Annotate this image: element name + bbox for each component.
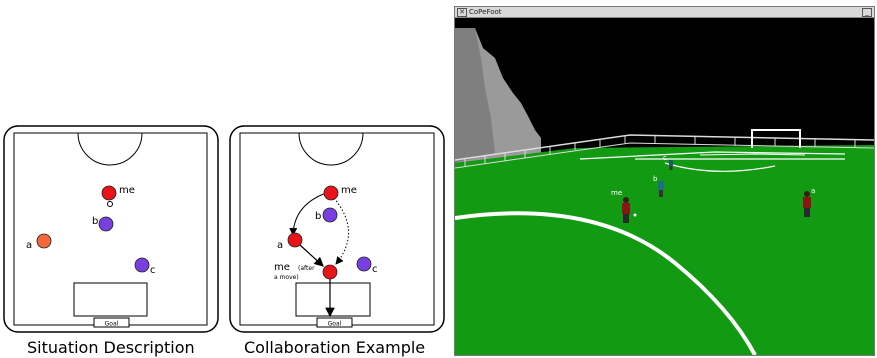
label-me: me (119, 185, 135, 196)
situation-caption: Situation Description (27, 338, 195, 357)
scene-label-b: b (653, 175, 658, 183)
window-titlebar[interactable]: ✕ CoPeFoot _ (455, 7, 874, 18)
collaboration-caption: Collaboration Example (244, 338, 426, 357)
six-yard-line (699, 153, 806, 156)
close-icon[interactable]: ✕ (457, 8, 467, 17)
situation-goal-box (93, 317, 130, 328)
collab-goal-label: Goal (328, 321, 342, 328)
penalty-arc (664, 162, 776, 172)
center-circle-arc (455, 211, 757, 355)
fence-posts (464, 136, 856, 167)
scene-label-me: me (611, 189, 622, 197)
label-c: c (372, 264, 378, 275)
player-me (101, 185, 117, 201)
situation-goal-label: Goal (105, 321, 119, 328)
label-a: a (26, 240, 32, 251)
ball (107, 201, 113, 207)
run-path-dotted (333, 197, 349, 265)
player-b (658, 181, 664, 197)
label-b: b (92, 216, 98, 227)
label-a: a (277, 240, 283, 251)
label-me: me (341, 185, 357, 196)
fence-bottom (455, 142, 874, 169)
label-me-after: me (after (274, 255, 315, 274)
player-me-after-move (322, 264, 338, 280)
player-a (287, 232, 303, 248)
scene-label-a: a (811, 187, 815, 195)
player-me (622, 197, 630, 223)
field (455, 145, 874, 355)
label-me-after-main: me (274, 262, 290, 273)
player-c (669, 160, 673, 170)
soccer-3d-scene: c b me a (455, 18, 874, 355)
collab-frame (229, 125, 445, 333)
situation-penalty-box (73, 282, 148, 317)
collab-goal-box (316, 317, 353, 328)
player-c (356, 256, 372, 272)
collaboration-panel: Goal me b a c me (after a move) (229, 125, 445, 333)
player-c (134, 257, 150, 273)
scene-label-c: c (663, 154, 667, 162)
stands-shade (455, 28, 495, 163)
player-a (803, 191, 811, 217)
scene-ball (633, 213, 637, 217)
label-me-after-line2: a move) (274, 274, 299, 281)
fence-top (455, 134, 874, 161)
pass-arrow-a-to-me (299, 244, 324, 267)
situation-panel: Goal me b a c (3, 125, 219, 333)
window-title: CoPeFoot (469, 8, 502, 16)
player-a (36, 233, 52, 249)
player-b (322, 207, 338, 223)
label-b: b (315, 211, 321, 222)
player-me (323, 185, 339, 201)
copefoot-window: ✕ CoPeFoot _ (454, 6, 875, 356)
label-me-after-paren: (after (298, 265, 315, 272)
pass-arrow-me-to-a (289, 192, 327, 236)
player-b (98, 216, 114, 232)
penalty-area-line (579, 151, 846, 160)
situation-center-arc (77, 132, 143, 166)
collab-center-arc (298, 132, 364, 166)
label-c: c (150, 265, 156, 276)
goal-posts (751, 129, 801, 148)
minimize-icon[interactable]: _ (862, 8, 872, 17)
